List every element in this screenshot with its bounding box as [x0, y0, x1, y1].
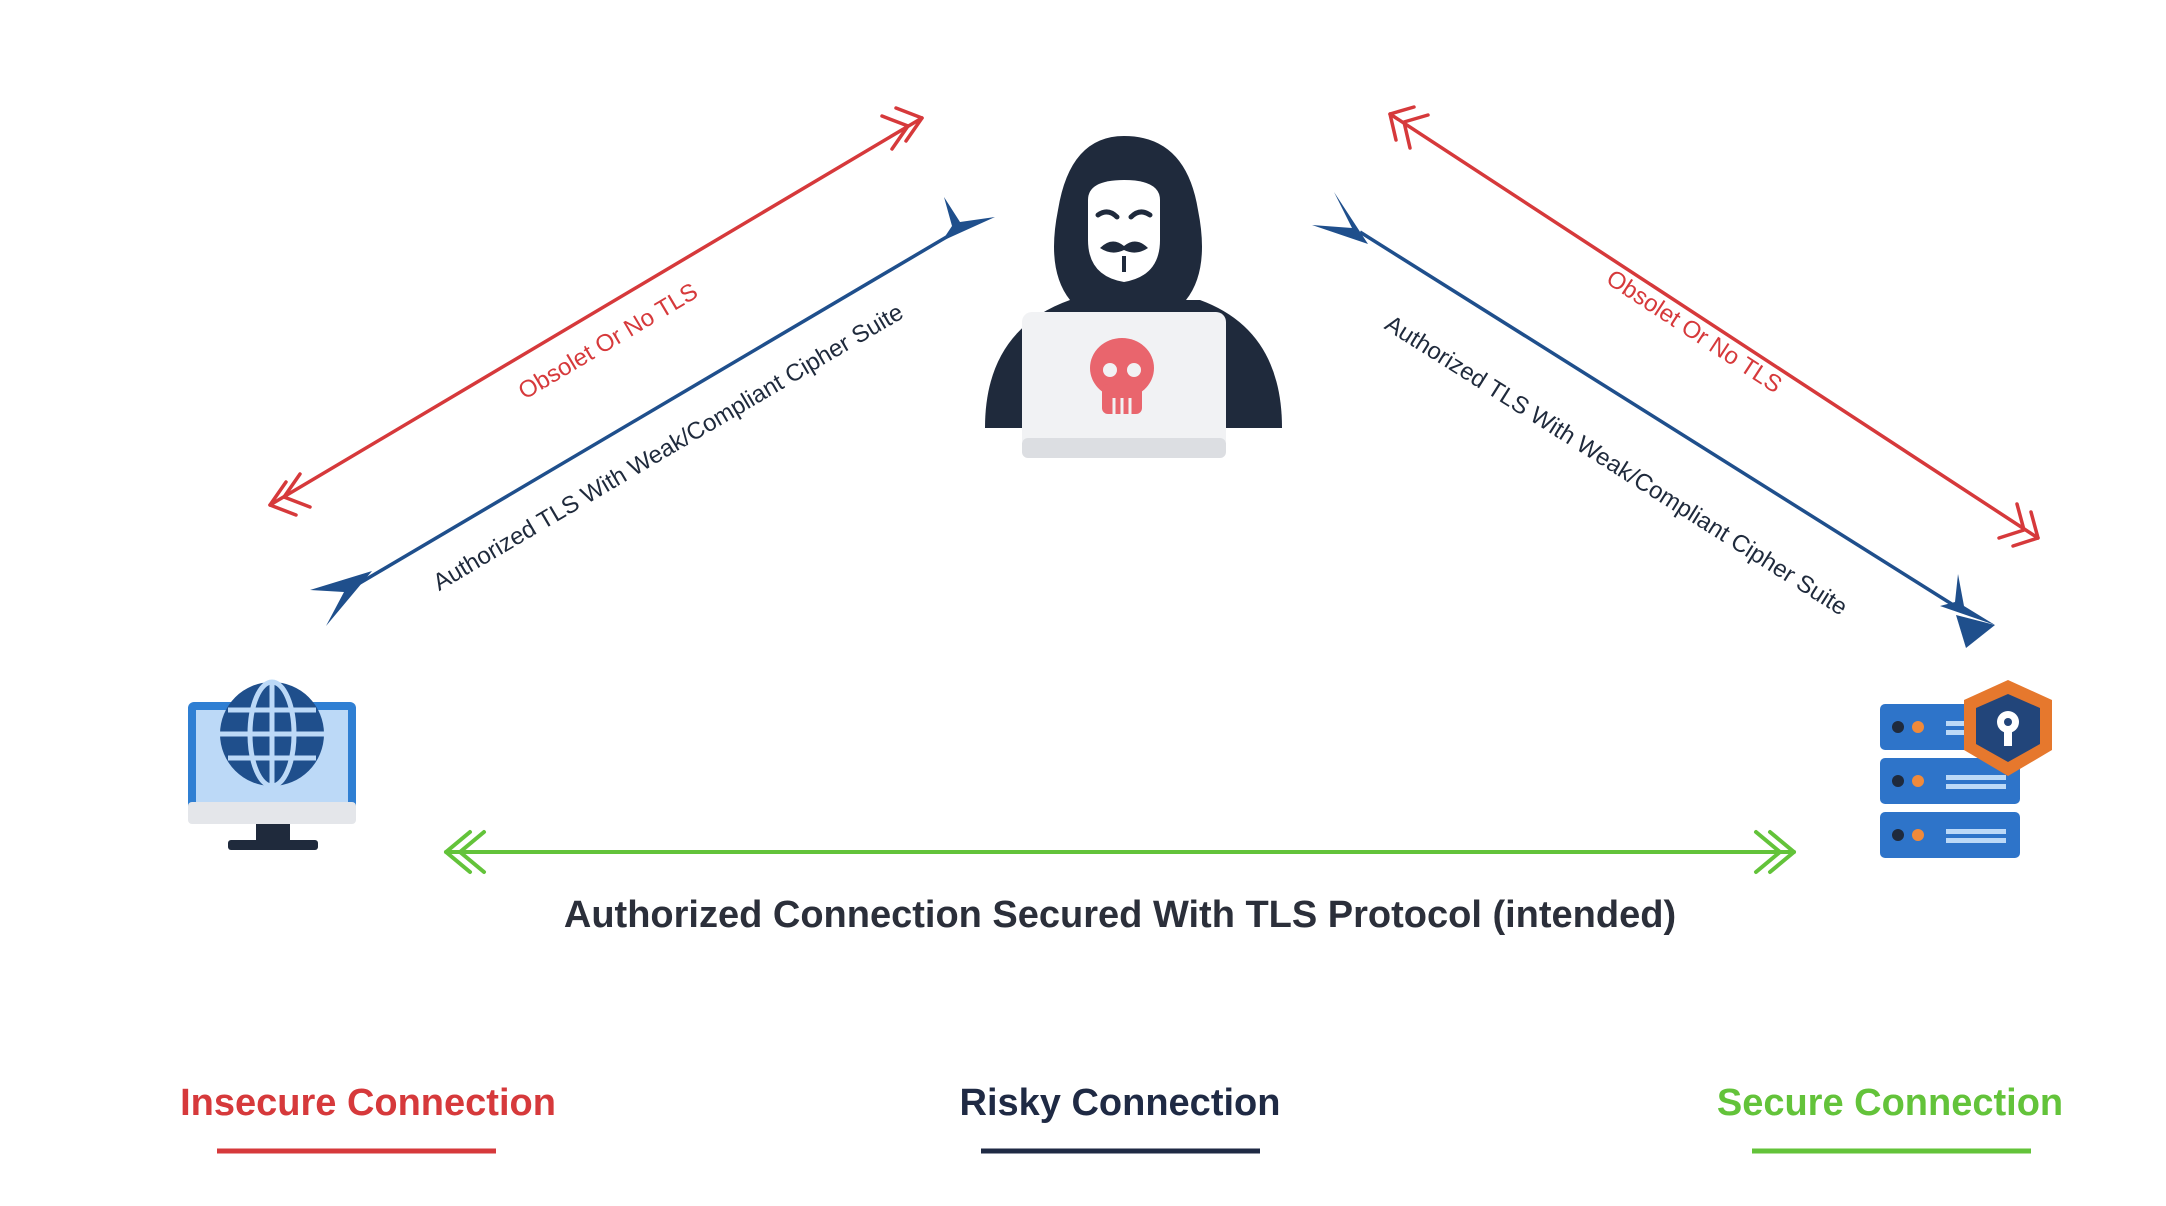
- secure-server-icon: [1880, 680, 2052, 858]
- legend-secure-label: Secure Connection: [1717, 1082, 2063, 1124]
- left-insecure-arrow: [268, 106, 924, 517]
- legend-risky-label: Risky Connection: [960, 1082, 1281, 1124]
- globe-monitor-icon: [188, 679, 356, 850]
- right-red-arrow-label: Obsolet Or No TLS: [1602, 265, 1787, 399]
- left-blue-arrow-label: Authorized TLS With Weak/Compliant Ciphe…: [428, 299, 908, 597]
- right-insecure-arrow: [1388, 105, 2040, 548]
- secure-connection-arrow: [444, 830, 1796, 874]
- hooded-hacker-icon: [985, 136, 1282, 458]
- legend-insecure-label: Insecure Connection: [180, 1082, 556, 1124]
- right-blue-arrow-label: Authorized TLS With Weak/Compliant Ciphe…: [1380, 310, 1852, 621]
- right-risky-arrow: [1312, 192, 1995, 648]
- main-connection-label: Authorized Connection Secured With TLS P…: [564, 894, 1676, 936]
- left-risky-arrow: [310, 197, 995, 626]
